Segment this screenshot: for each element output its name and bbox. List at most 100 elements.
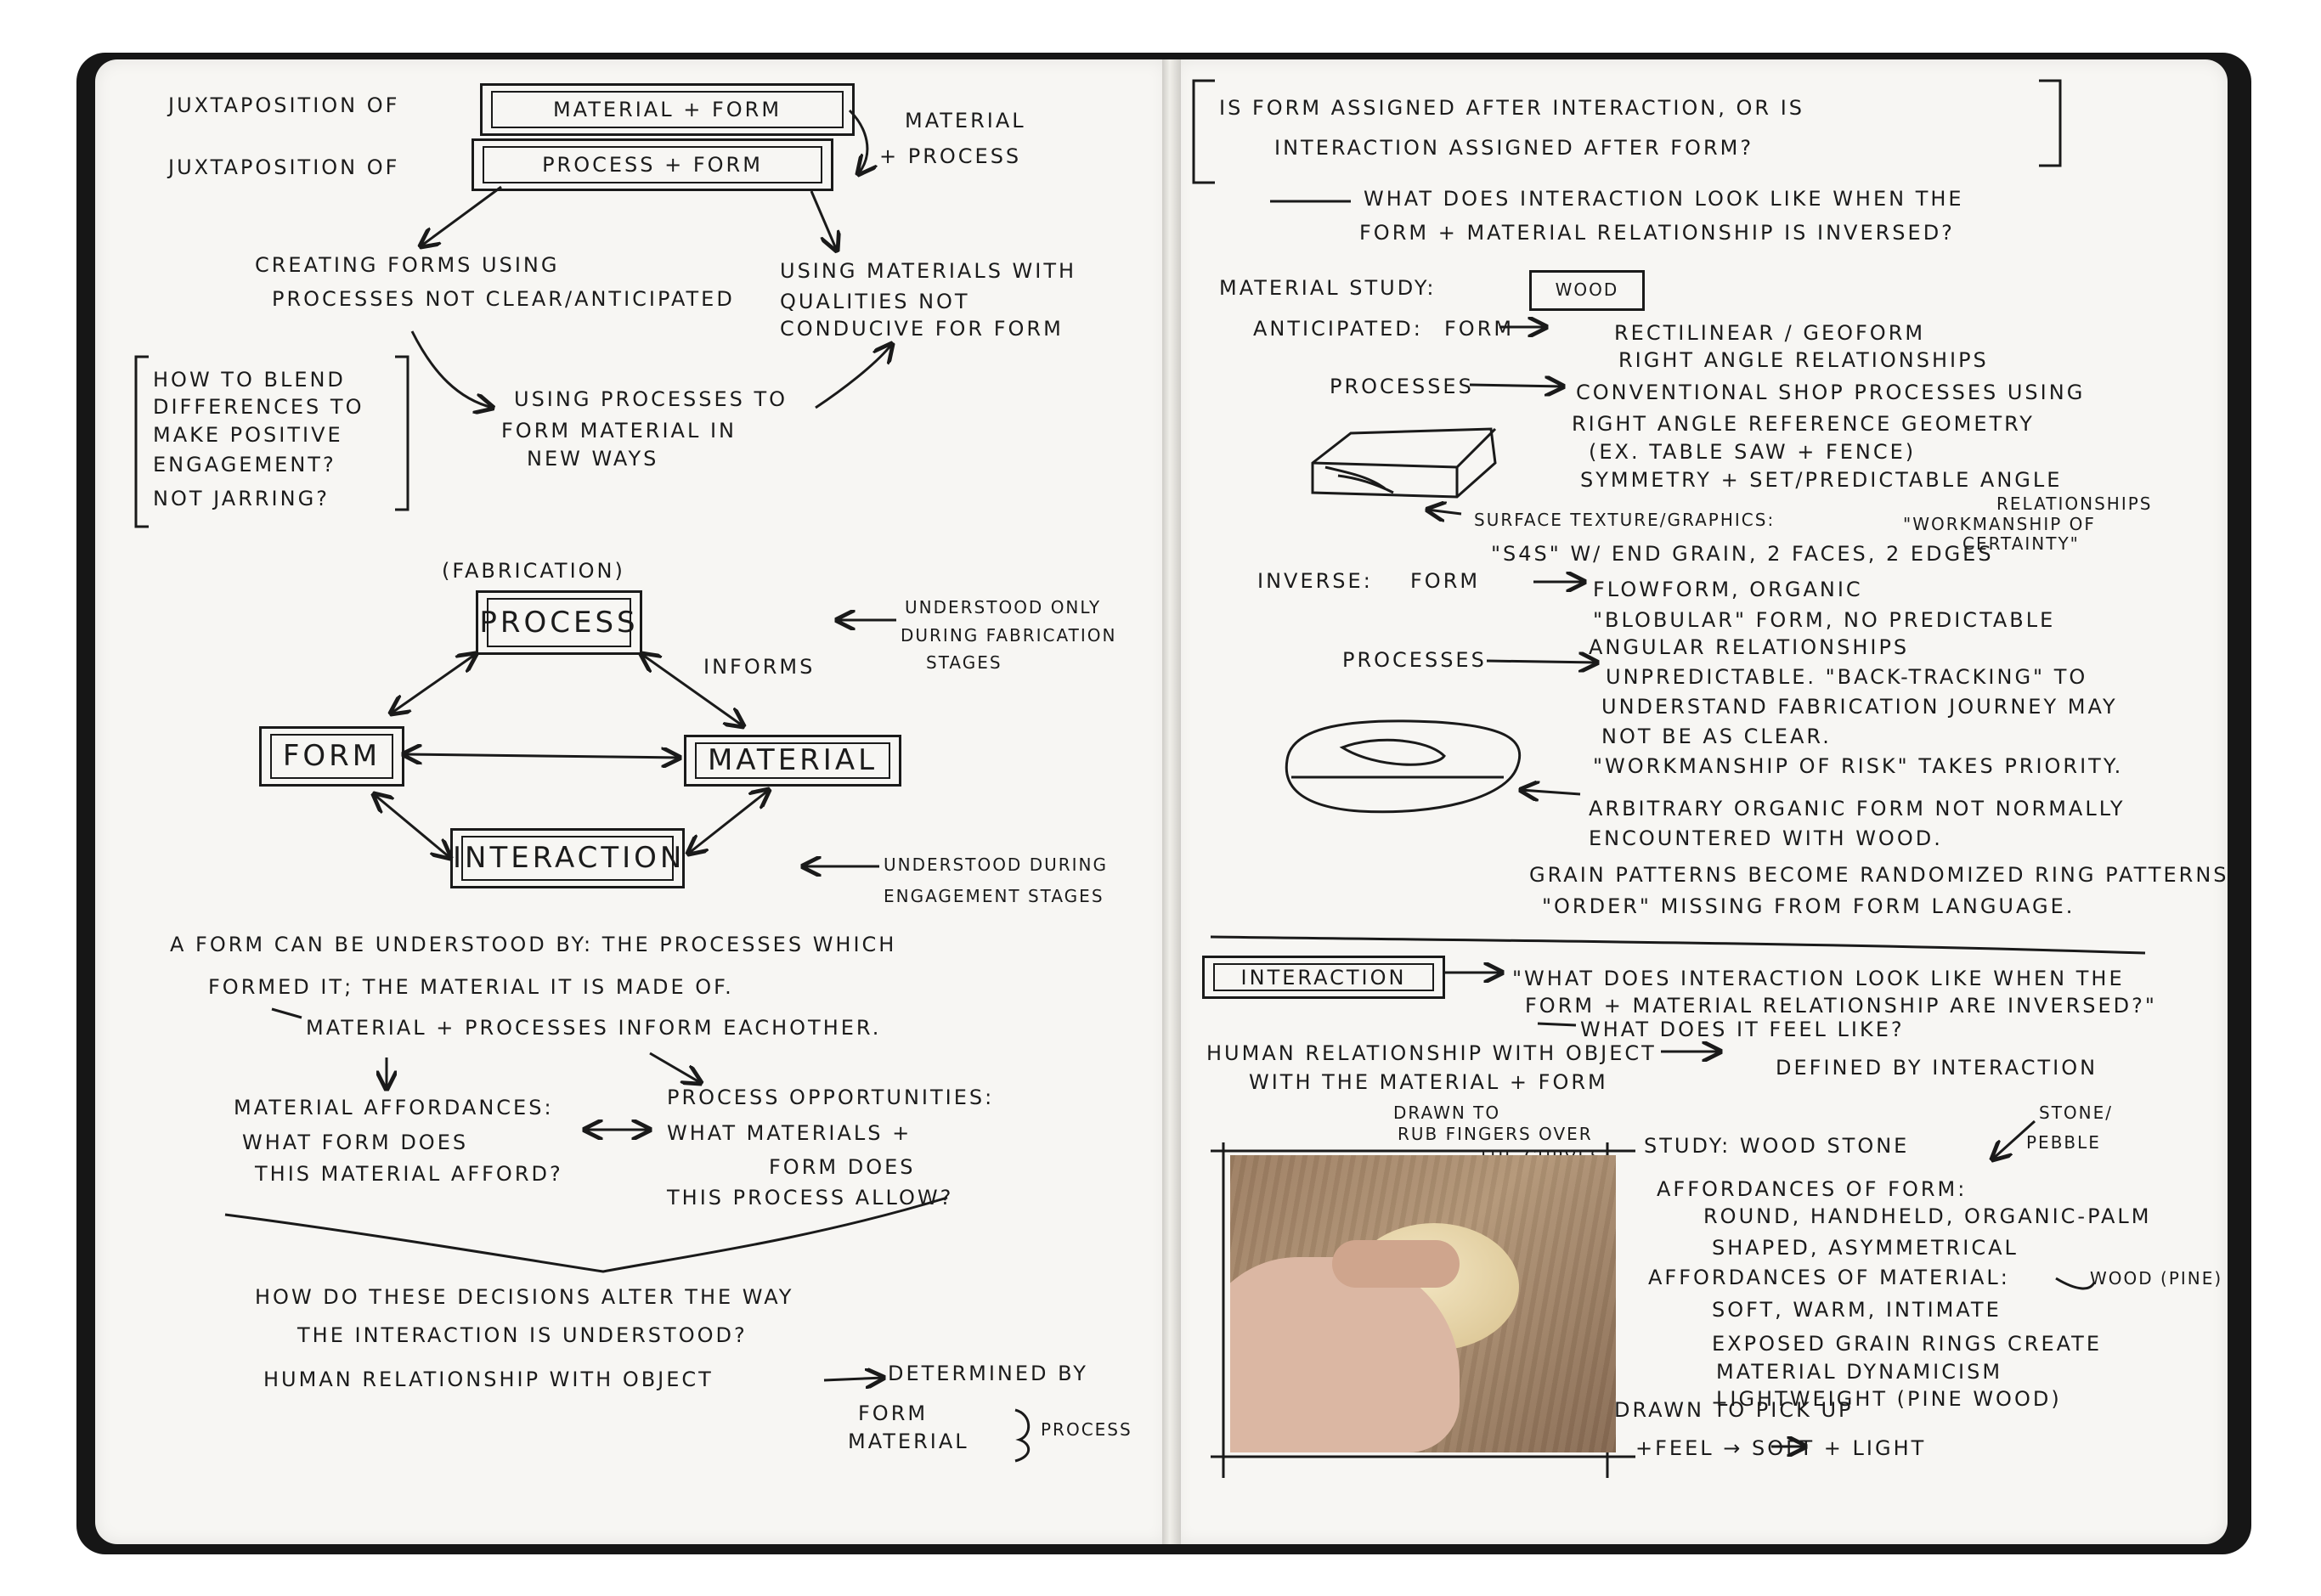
blend-5: not jarring? bbox=[153, 487, 330, 510]
affordances-mat-4: material dynamicism bbox=[1716, 1360, 2003, 1384]
question-2: interaction assigned after form? bbox=[1274, 136, 1754, 160]
unpredictable-3: not be as clear. bbox=[1601, 725, 1832, 748]
using-materials-2: qualities not bbox=[780, 290, 970, 313]
interaction-node-label: Interaction bbox=[453, 841, 686, 875]
what-interaction-2: form + material relationship is inversed… bbox=[1359, 221, 1955, 245]
form-node-label: Form bbox=[282, 739, 381, 773]
affordances-form-3: shaped, asymmetrical bbox=[1712, 1236, 2019, 1260]
engagement-note-2: engagement stages bbox=[884, 886, 1104, 906]
study-label: Study: Wood stone bbox=[1644, 1134, 1910, 1158]
wood-blob-sketch bbox=[1285, 719, 1522, 814]
diagram-process-form bbox=[391, 654, 476, 713]
interaction-q-3: What does it feel like? bbox=[1580, 1018, 1905, 1041]
understood-by-1: A form can be understood by: the process… bbox=[170, 933, 897, 956]
arrow-stone bbox=[1992, 1119, 2036, 1159]
material-node: Material bbox=[684, 735, 901, 787]
arrow-using-to-qualities bbox=[815, 344, 892, 409]
process-opp-4: this process allow? bbox=[667, 1186, 954, 1210]
conventional-3: (ex. table saw + fence) bbox=[1589, 440, 1917, 464]
drawn-rub-1: Drawn to bbox=[1393, 1103, 1501, 1123]
unpredictable-1: Unpredictable. "Back-tracking" to bbox=[1606, 665, 2088, 689]
rectilinear-1: Rectilinear / Geoform bbox=[1614, 321, 1926, 345]
rectilinear-2: Right angle relationships bbox=[1618, 348, 1989, 372]
unpredictable-4: "Workmanship of risk" takes priority. bbox=[1593, 754, 2124, 778]
affordances-mat-5: Lightweight (pine wood) bbox=[1716, 1387, 2062, 1411]
wood-block-sketch bbox=[1311, 427, 1497, 499]
material-form-label: Material + Form bbox=[552, 98, 782, 121]
diagram-material-interaction bbox=[688, 790, 769, 854]
material-form-box: Material + Form bbox=[480, 83, 855, 136]
defined-by: Defined by interaction bbox=[1776, 1056, 2098, 1080]
form-label: Form bbox=[858, 1401, 929, 1425]
affordances-form-1: Affordances of form: bbox=[1657, 1177, 1968, 1201]
unpredictable-2: understand fabrication journey may bbox=[1601, 695, 2118, 719]
arrow-what-feel bbox=[1537, 1022, 1577, 1027]
material-label: Material bbox=[848, 1430, 969, 1453]
affordances-mat-1: Affordances of material: bbox=[1648, 1266, 2010, 1289]
wavy-divider bbox=[224, 1196, 948, 1273]
affordances-form-2: Round, handheld, organic-palm bbox=[1703, 1204, 2152, 1228]
hand bbox=[1230, 1257, 1460, 1452]
stone-pebble-1: Stone/ bbox=[2039, 1103, 2113, 1123]
using-materials-1: Using materials with bbox=[780, 259, 1077, 283]
arrow-inform-left bbox=[271, 1007, 302, 1019]
notebook-gutter bbox=[1162, 59, 1181, 1544]
arrow-down-process bbox=[649, 1052, 701, 1083]
process-note: + Process bbox=[879, 144, 1022, 168]
arrow-surface bbox=[1427, 510, 1462, 514]
inverse: Inverse: bbox=[1257, 569, 1373, 593]
creating-forms-1: Creating forms using bbox=[255, 253, 560, 277]
interaction-box: Interaction bbox=[1202, 956, 1445, 999]
wood-label: Wood bbox=[1555, 279, 1619, 300]
arbitrary-2: encountered with wood. bbox=[1589, 826, 1943, 850]
blend-1: How to blend bbox=[153, 368, 346, 392]
how-decisions-2: the interaction is understood? bbox=[297, 1323, 748, 1347]
blend-box-bracket bbox=[134, 355, 409, 528]
form-node: Form bbox=[259, 726, 404, 787]
left-page bbox=[95, 59, 1167, 1544]
arrow-pine bbox=[2055, 1277, 2096, 1290]
understood-by-2: formed it; the material it is made of. bbox=[208, 975, 734, 999]
conventional-1: Conventional shop processes using bbox=[1576, 381, 2086, 404]
human-relationship: Human relationship with object bbox=[263, 1368, 714, 1391]
wood-pine: Wood (pine) bbox=[2090, 1268, 2223, 1289]
affordances-mat-3: Exposed grain rings create bbox=[1712, 1332, 2102, 1356]
diagram-form-material bbox=[404, 754, 680, 758]
affordances-2: What form does bbox=[242, 1131, 469, 1154]
flowform-3: angular relationships bbox=[1589, 635, 1910, 659]
conventional-2: right angle reference geometry bbox=[1572, 412, 2035, 436]
arrow-processes-unpredictable bbox=[1486, 661, 1597, 663]
process-node-label: Process bbox=[479, 606, 639, 640]
using-materials-3: conducive for form bbox=[780, 317, 1064, 341]
affordances-3: this material afford? bbox=[255, 1162, 563, 1186]
drawn-pickup-1: Drawn to pick up bbox=[1614, 1398, 1854, 1422]
arrow-blob bbox=[1521, 790, 1581, 794]
process-opp-2: What materials + bbox=[667, 1121, 912, 1145]
arrow-creating-to-using bbox=[410, 330, 493, 408]
brace-process bbox=[1014, 1408, 1031, 1463]
process-label: Process bbox=[1041, 1419, 1132, 1440]
surface-texture: Surface texture/graphics: bbox=[1474, 510, 1776, 530]
juxtaposition-1: Juxtaposition of bbox=[168, 93, 400, 117]
using-processes-1: Using processes to bbox=[514, 387, 788, 411]
anticipated: Anticipated: bbox=[1253, 317, 1423, 341]
grain-1: Grain patterns become randomized ring pa… bbox=[1529, 863, 2229, 887]
stone-pebble-2: pebble bbox=[2026, 1132, 2101, 1153]
wood-box: Wood bbox=[1529, 270, 1645, 311]
section-divider bbox=[1210, 935, 2146, 955]
drawn-pickup-2: +Feel → soft + light bbox=[1635, 1436, 1927, 1460]
interaction-q-2: form + material relationship are inverse… bbox=[1525, 994, 2157, 1018]
determined-by: Determined by bbox=[888, 1362, 1088, 1385]
using-processes-2: form material in bbox=[501, 419, 737, 443]
blend-2: differences to bbox=[153, 395, 364, 419]
using-processes-3: new ways bbox=[527, 447, 659, 471]
blend-3: make positive bbox=[153, 423, 343, 447]
process-form-label: Process + Form bbox=[542, 153, 763, 177]
hand-holding-wood-stone-photo bbox=[1230, 1155, 1616, 1452]
question-1: Is form assigned after interaction, or i… bbox=[1219, 96, 1805, 120]
fabrication-note-3: stages bbox=[926, 652, 1002, 673]
diagram-process-material bbox=[641, 654, 743, 726]
question-bracket-right bbox=[2039, 79, 2062, 167]
engagement-note-1: Understood during bbox=[884, 854, 1108, 875]
